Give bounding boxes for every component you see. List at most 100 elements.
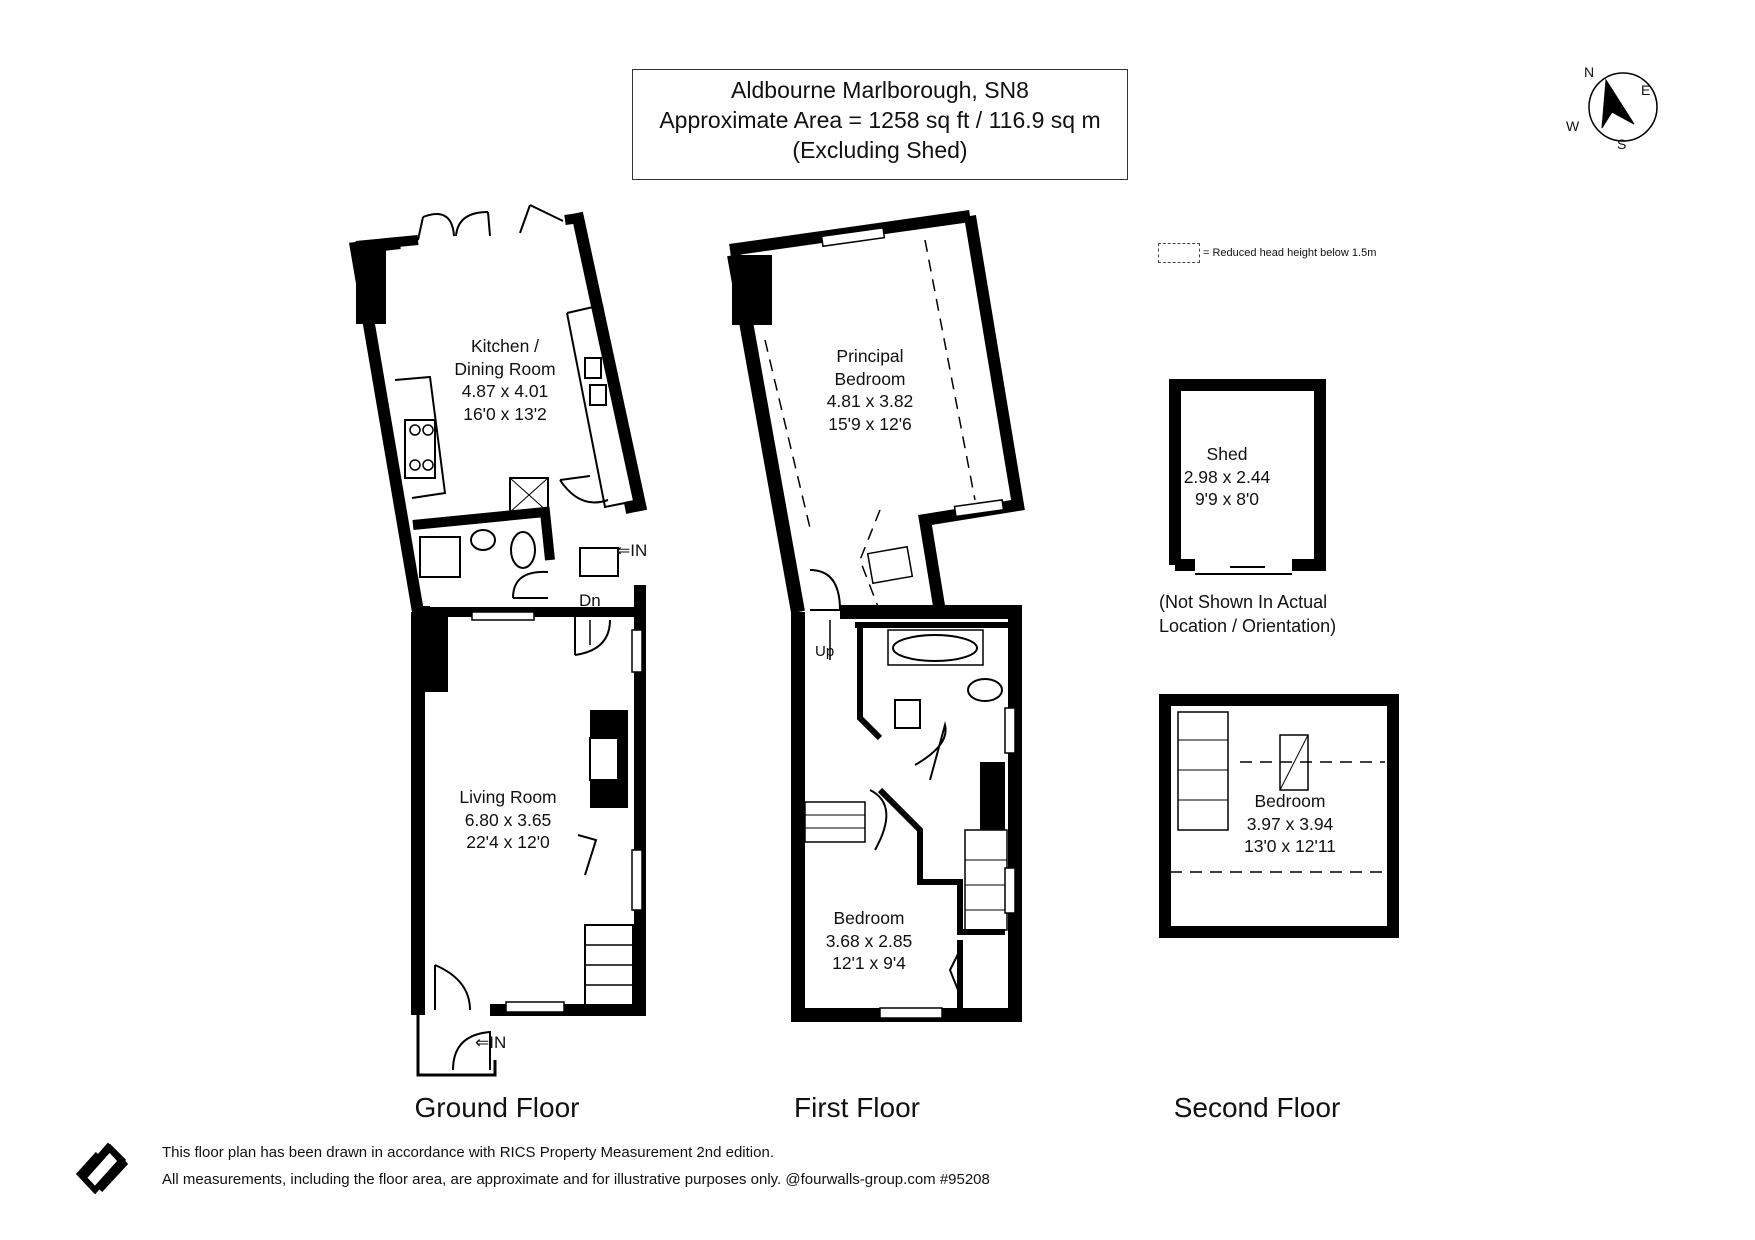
entrance-mat: [579, 547, 619, 577]
french-door-right: [455, 211, 491, 237]
second-stairs: [1177, 711, 1229, 831]
first-toilet: [967, 678, 1003, 702]
room-name: Bedroom: [1254, 791, 1326, 811]
title-line-1: Aldbourne Marlborough, SN8: [731, 77, 1029, 103]
front-door: [434, 964, 471, 1011]
first-window-bath: [1004, 707, 1016, 754]
first-window-stairs: [1004, 867, 1016, 914]
bath: [892, 634, 978, 662]
hob-ring: [409, 459, 421, 471]
room-metric: 3.97 x 3.94: [1246, 813, 1334, 834]
living-window-right-top: [631, 629, 643, 673]
room-imperial: 22'4 x 12'0: [466, 832, 550, 852]
compass-w: W: [1566, 118, 1580, 134]
hob-ring: [422, 459, 434, 471]
ground-floor-plan: [349, 204, 648, 1077]
room-name: Kitchen /: [470, 336, 540, 356]
compass: [1588, 72, 1658, 142]
kitchen-door: [559, 475, 609, 504]
room-name: Bedroom: [833, 908, 905, 928]
basin: [470, 529, 496, 551]
room-imperial: 9'9 x 8'0: [1194, 489, 1260, 509]
legend-dash-icon: [1158, 243, 1200, 263]
room-imperial: 12'1 x 9'4: [832, 953, 906, 973]
toilet: [510, 531, 536, 569]
cupboard-door: [577, 834, 598, 876]
footer-line-2: All measurements, including the floor ar…: [162, 1171, 990, 1188]
principal-chimney: [732, 255, 772, 325]
bifold-door: [519, 204, 564, 234]
porch-door: [452, 1030, 491, 1071]
kitchen-right-wall: [571, 211, 648, 514]
compass-s: S: [1617, 136, 1627, 152]
room-shed: Shed 2.98 x 2.44 9'9 x 8'0: [1184, 443, 1271, 511]
kitchen-top-wall-left: [355, 235, 419, 251]
bedroom-door: [869, 789, 888, 851]
floor-name-first: First Floor: [794, 1092, 920, 1123]
living-room-chimney: [418, 612, 448, 692]
kitchen-chimney: [356, 246, 386, 324]
room-imperial: 16'0 x 13'2: [463, 403, 547, 424]
room-name: Bedroom: [834, 368, 906, 389]
bathroom-partition: [857, 625, 883, 741]
room-imperial: 15'9 x 12'6: [828, 413, 912, 434]
bathroom-wall: [412, 506, 555, 561]
stairs-up-label: Up: [815, 643, 835, 660]
hob-ring: [422, 424, 434, 436]
compass-e: E: [1641, 82, 1651, 98]
stairs-down-label: Dn: [579, 591, 601, 610]
fireplace: [589, 737, 619, 781]
first-lower-wall: [791, 605, 1022, 1022]
room-name: Principal: [836, 346, 904, 366]
living-window: [471, 611, 535, 621]
principal-low-ceiling: [764, 339, 811, 529]
room-metric: 3.68 x 2.85: [825, 930, 913, 951]
living-window-bottom: [505, 1001, 565, 1013]
in-label: IN: [489, 1033, 507, 1052]
shed-plan: [1169, 379, 1326, 575]
first-basin: [894, 699, 921, 729]
room-name: Shed: [1206, 444, 1248, 464]
compass-n: N: [1584, 64, 1595, 80]
french-door-left: [417, 213, 455, 241]
bathroom-door: [512, 570, 549, 599]
porch: [416, 1015, 497, 1077]
room-metric: 4.81 x 3.82: [826, 391, 914, 411]
entry-marker-top: ⇐IN: [616, 541, 648, 560]
kitchen-counter-right: [566, 303, 642, 509]
principal-wall-right: [918, 215, 1025, 613]
living-window-right-mid: [631, 849, 643, 911]
principal-low-ceiling-right: [924, 239, 976, 501]
sink-1: [584, 357, 602, 379]
principal-window-right: [953, 499, 1005, 518]
stair-down-door: [574, 612, 611, 656]
first-window-bottom: [879, 1007, 943, 1019]
in-label: IN: [630, 541, 648, 560]
hob-ring: [409, 424, 421, 436]
stair-skylight: [866, 545, 914, 585]
room-living: Living Room 6.80 x 3.65 22'4 x 12'0: [459, 786, 556, 854]
bath-door: [914, 721, 947, 781]
airing-cupboard: [980, 762, 1005, 830]
title-line-3: (Excluding Shed): [792, 137, 968, 163]
room-principal-bedroom: Principal Bedroom 4.81 x 3.82 15'9 x 12'…: [827, 345, 914, 435]
legend: = Reduced head height below 1.5m: [1158, 243, 1376, 263]
principal-door: [809, 569, 842, 611]
room-name: Living Room: [459, 787, 557, 807]
shed-note-line: (Not Shown In Actual: [1159, 592, 1328, 612]
room-name: Dining Room: [454, 358, 556, 379]
bath-surround: [887, 629, 984, 666]
principal-window-top: [820, 226, 886, 248]
second-floor-plan: [1159, 694, 1399, 938]
title-box: Aldbourne Marlborough, SN8 Approximate A…: [632, 69, 1128, 180]
room-bedroom-first: Bedroom 3.68 x 2.85 12'1 x 9'4: [826, 907, 913, 975]
shed-note-line: Location / Orientation): [1159, 616, 1337, 636]
room-metric: 4.87 x 4.01: [461, 381, 549, 401]
compass-arrow: [1601, 78, 1635, 129]
second-stairs-up: [964, 829, 1008, 931]
room-metric: 2.98 x 2.44: [1183, 466, 1271, 487]
room-metric: 6.80 x 3.65: [464, 809, 552, 830]
shower: [419, 536, 461, 578]
wardrobe-door: [948, 949, 961, 996]
